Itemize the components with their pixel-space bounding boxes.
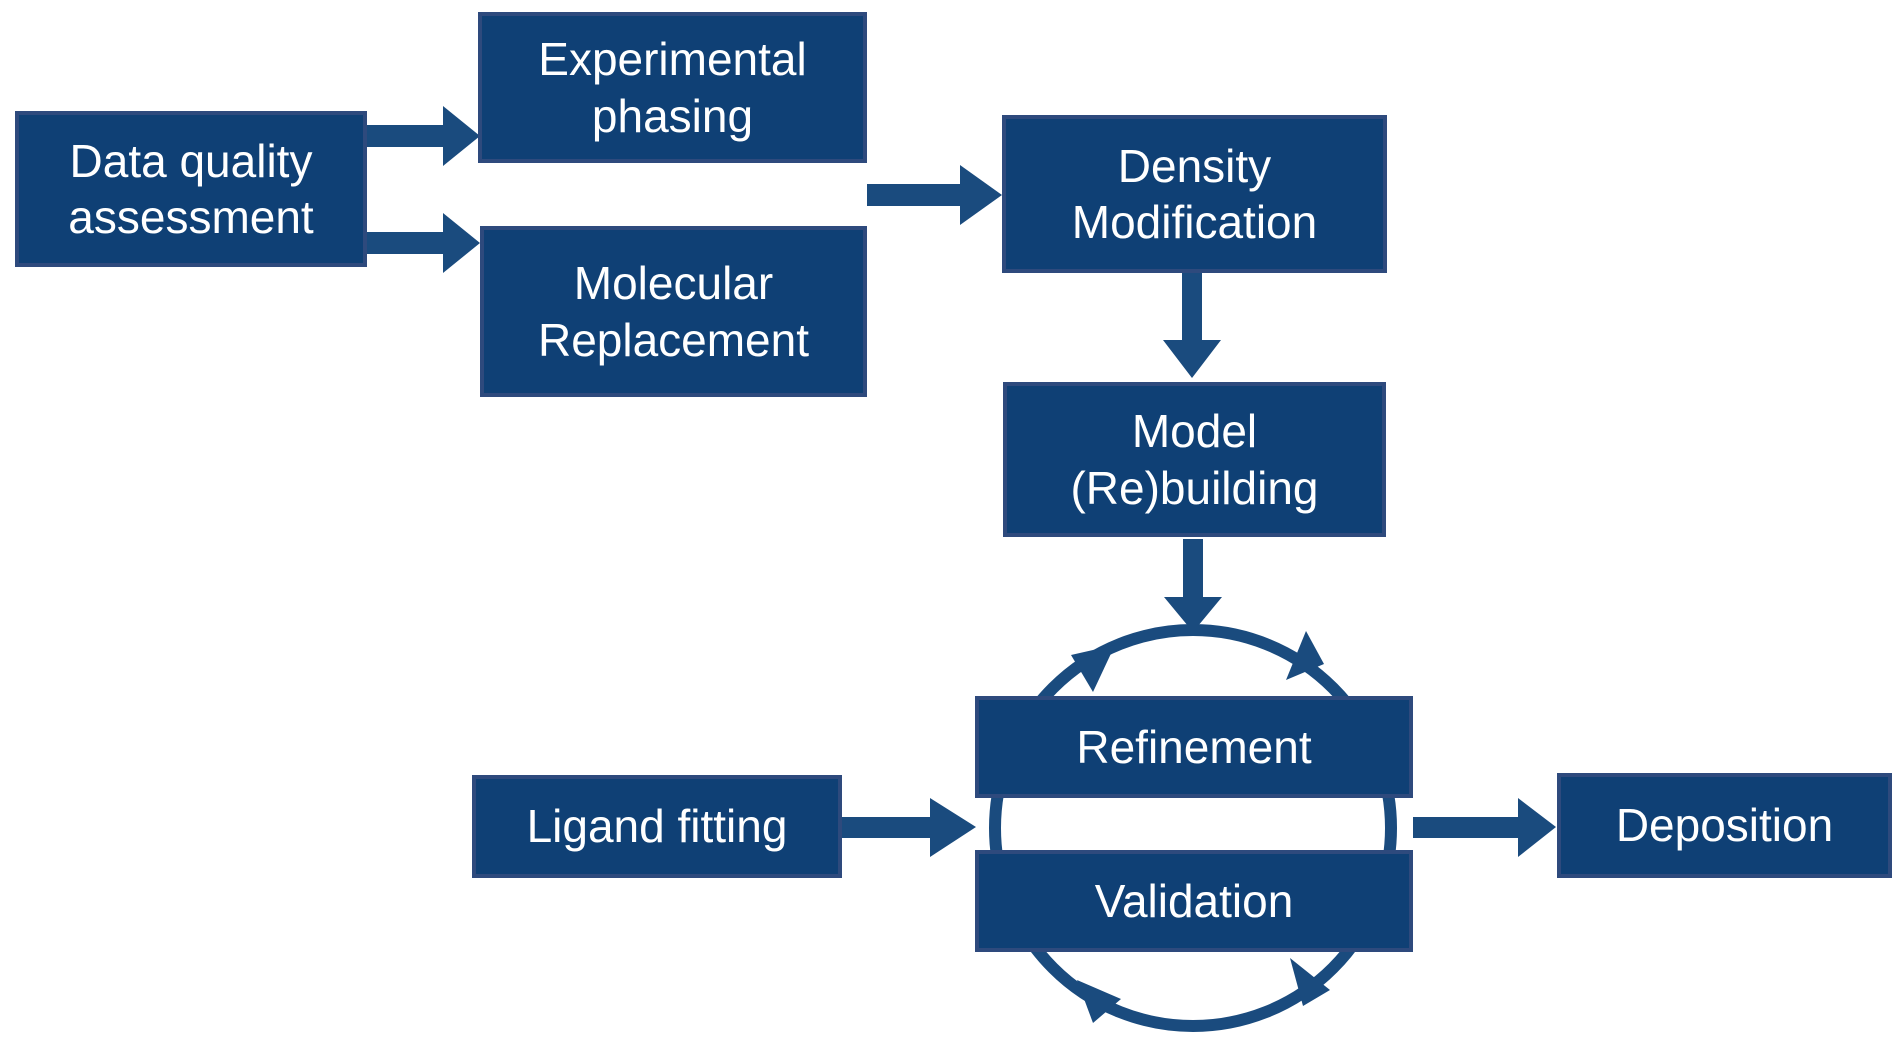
node-label: Refinement: [1076, 720, 1312, 773]
arrow-cycle-to-deposition: [1413, 798, 1556, 857]
node-label: Density Modification: [1071, 139, 1318, 248]
node-label: Molecular Replacement: [537, 257, 810, 366]
cycle-arrowhead-sw-icon: [1077, 980, 1121, 1023]
arrow-data-quality-to-molecular-replacement: [367, 213, 480, 273]
arrow-ligand-fitting-to-cycle: [842, 798, 976, 857]
node-ligand-fitting: Ligand fitting: [472, 775, 842, 878]
node-refinement: Refinement: [975, 696, 1413, 798]
node-experimental-phasing: Experimental phasing: [478, 12, 867, 163]
cycle-arrowhead-ne-icon: [1286, 631, 1324, 680]
cycle-arrowhead-nw-icon: [1071, 645, 1115, 692]
node-validation: Validation: [975, 850, 1413, 952]
node-label: Data quality assessment: [68, 134, 314, 243]
arrow-model-rebuilding-to-cycle: [1164, 539, 1222, 632]
arrow-data-quality-to-experimental-phasing: [367, 106, 480, 166]
refinement-validation-cycle-circle: [989, 624, 1397, 1032]
node-molecular-replacement: Molecular Replacement: [480, 226, 867, 397]
arrow-density-modification-to-model-rebuilding: [1163, 273, 1221, 378]
node-label: Validation: [1094, 874, 1294, 927]
node-model-rebuilding: Model (Re)building: [1003, 382, 1386, 537]
node-label: Model (Re)building: [1070, 405, 1319, 514]
arrow-phasing-to-density-modification: [867, 165, 1002, 225]
cycle-arrowhead-se-icon: [1290, 958, 1330, 1006]
node-data-quality-assessment: Data quality assessment: [15, 111, 367, 267]
node-label: Ligand fitting: [526, 800, 788, 853]
node-density-modification: Density Modification: [1002, 115, 1387, 273]
node-label: Deposition: [1615, 799, 1834, 852]
node-deposition: Deposition: [1557, 773, 1892, 878]
node-label: Experimental phasing: [538, 33, 807, 142]
